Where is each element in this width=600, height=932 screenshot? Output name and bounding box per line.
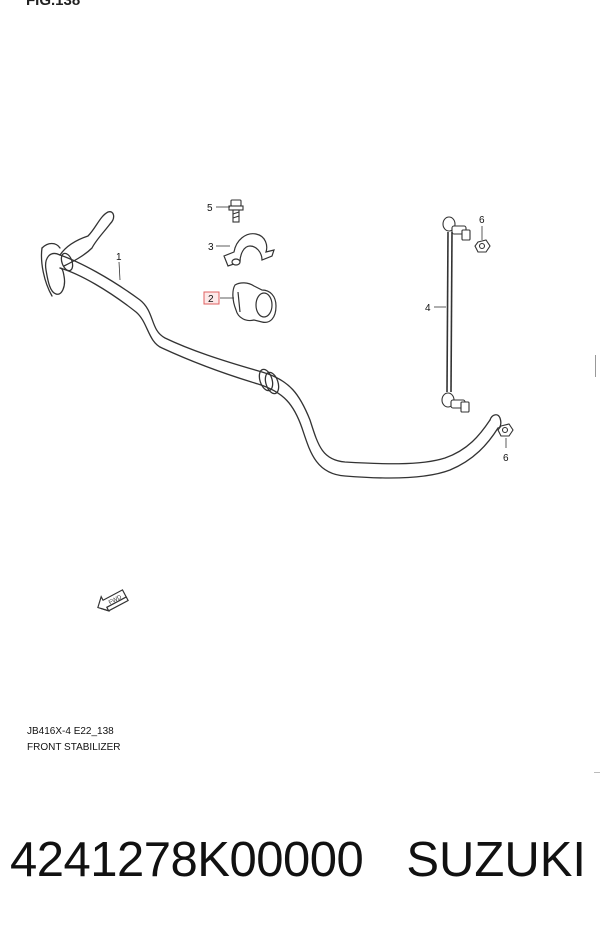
- callout-5[interactable]: 5: [207, 203, 213, 214]
- callout-1[interactable]: 1: [116, 252, 122, 263]
- edge-divider: [595, 355, 600, 377]
- bolt[interactable]: [228, 199, 244, 223]
- leader-lines: [118, 206, 507, 448]
- nut-upper[interactable]: [474, 239, 491, 253]
- figure-title: FRONT STABILIZER: [27, 742, 121, 753]
- callout-3[interactable]: 3: [208, 242, 214, 253]
- callout-6-lower[interactable]: 6: [503, 453, 509, 464]
- figure-header: FIG.138: [26, 0, 81, 9]
- callout-2-highlight: [203, 291, 220, 305]
- callout-4[interactable]: 4: [425, 303, 431, 314]
- callout-2[interactable]: 2: [208, 294, 214, 305]
- stabilizer-link[interactable]: [441, 216, 471, 413]
- edge-divider-bottom: [594, 772, 600, 773]
- bracket[interactable]: [223, 233, 275, 267]
- callout-6-upper[interactable]: 6: [479, 215, 485, 226]
- fwd-arrow-icon: FWD: [97, 589, 129, 612]
- part-number: 4241278K00000: [10, 833, 364, 887]
- brand-name: SUZUKI: [406, 833, 586, 887]
- figure-code: JB416X-4 E22_138: [27, 726, 114, 737]
- nut-lower[interactable]: [497, 423, 514, 437]
- stabilizer-diagram: 5 3 2 1 4 6 6 FWD: [40, 199, 514, 612]
- bushing[interactable]: [232, 282, 277, 323]
